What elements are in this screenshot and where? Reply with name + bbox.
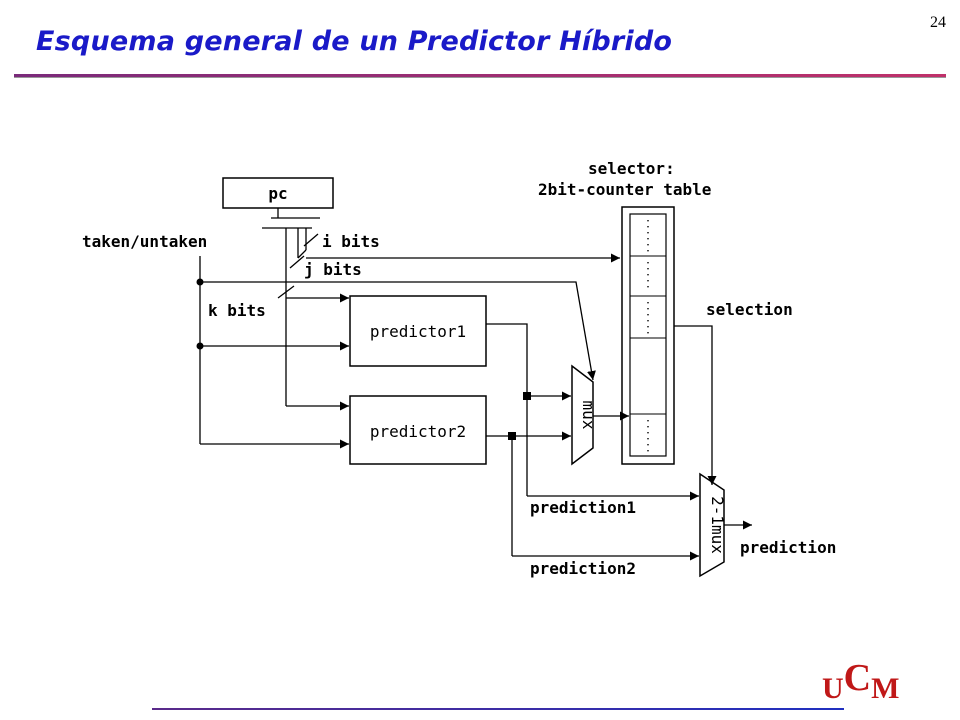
- mux2-label: 2-1mux: [708, 496, 727, 554]
- mux1-label: mux: [579, 401, 598, 430]
- selector-label-line1: selector:: [588, 159, 675, 178]
- prediction-lines: [486, 323, 699, 561]
- selector-table-rows: [630, 255, 666, 415]
- slide-title: Esquema general de un Predictor Híbrido: [36, 26, 673, 57]
- pc-address-bus: [262, 208, 320, 406]
- prediction1-label: prediction1: [530, 498, 636, 517]
- prediction-output-label: prediction: [740, 538, 836, 557]
- index-lines: [286, 253, 620, 411]
- predictor2-label: predictor2: [370, 422, 466, 441]
- title-divider: [14, 74, 946, 77]
- prediction2-label: prediction2: [530, 559, 636, 578]
- selection-lines: [593, 325, 752, 530]
- taken-untaken-lines: [199, 256, 596, 449]
- ucm-logo: UCM: [822, 657, 900, 708]
- j-bits-label: j bits: [304, 260, 362, 279]
- predictor1-box: [349, 295, 487, 367]
- pc-label: pc: [268, 184, 287, 203]
- logo-letter-u: U: [822, 672, 844, 705]
- predictor2-box: [349, 395, 487, 465]
- footer-divider: [152, 708, 844, 710]
- logo-letter-c: C: [843, 657, 872, 699]
- k-bits-label: k bits: [208, 301, 266, 320]
- junction-dots: [196, 278, 531, 440]
- title-divider-shadow: [14, 77, 946, 78]
- predictor1-label: predictor1: [370, 322, 466, 341]
- page-number: 24: [930, 14, 946, 31]
- selector-table-inner: [629, 213, 667, 457]
- pc-register: [222, 177, 334, 209]
- logo-letter-m: M: [871, 672, 900, 705]
- selector-label-line2: 2bit-counter table: [538, 180, 711, 199]
- mux1-shape: [571, 364, 594, 466]
- i-bits-label: i bits: [322, 232, 380, 251]
- selection-label: selection: [706, 300, 793, 319]
- taken-untaken-label: taken/untaken: [82, 232, 207, 251]
